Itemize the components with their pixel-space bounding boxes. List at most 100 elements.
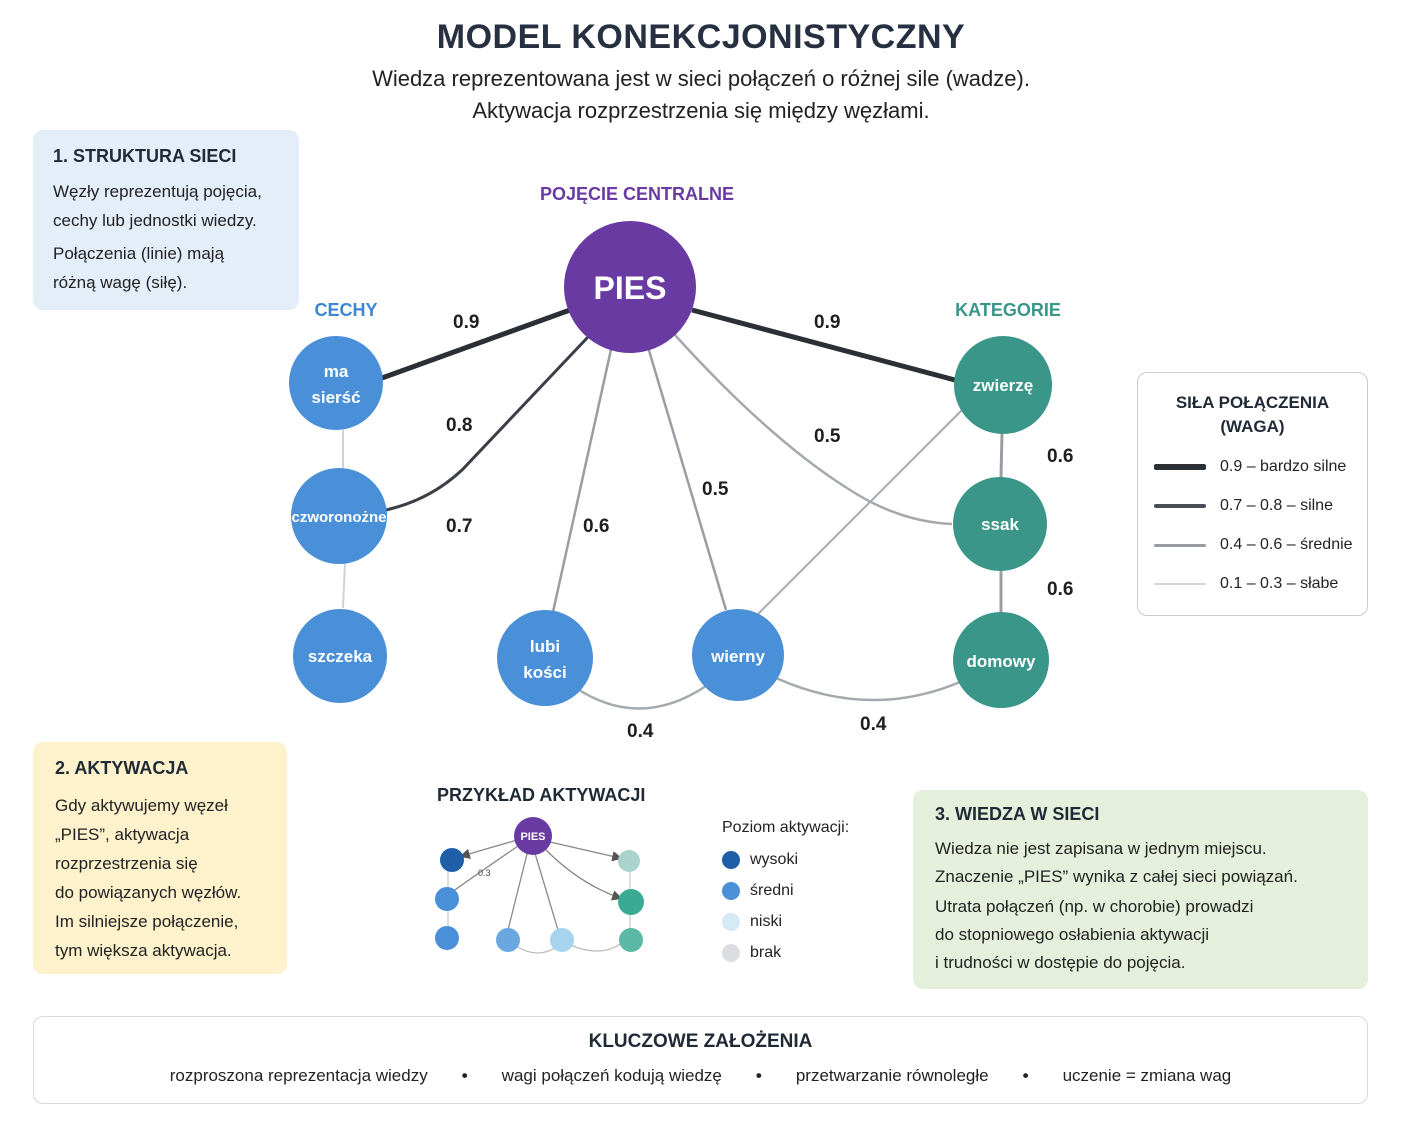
node-szczeka[interactable]: szczeka — [293, 609, 387, 703]
legend-swatch — [1154, 583, 1206, 585]
node-label: PIES — [594, 270, 667, 306]
key-separator: • — [461, 1066, 468, 1085]
network-diagram: 0.9 0.9 0.8 0.7 0.6 0.5 0.5 0.6 0.6 0.4 … — [289, 184, 1073, 742]
node-label: czworonożne — [291, 509, 386, 526]
node-label: zwierzę — [973, 376, 1033, 395]
legend-item: 0.1 – 0.3 – słabe — [1154, 574, 1338, 594]
knowledge-box-title: 3. WIEDZA W SIECI — [935, 804, 1100, 824]
weight-label: 0.4 — [627, 721, 654, 742]
structure-box-title: 1. STRUKTURA SIECI — [53, 146, 237, 166]
example-node-center — [514, 817, 552, 855]
level-label: brak — [750, 944, 782, 961]
level-swatch — [722, 913, 740, 931]
node-ma-siersc[interactable]: ma sierść — [289, 336, 383, 430]
level-item: średni — [722, 881, 798, 901]
edge-pies-czworonozne — [385, 335, 590, 512]
key-assumptions-title: KLUCZOWE ZAŁOŻENIA — [588, 1031, 813, 1052]
edge-czworonozne-szczeka — [342, 561, 346, 609]
knowledge-line: Wiedza nie jest zapisana w jednym miejsc… — [935, 839, 1267, 858]
example-node — [618, 850, 640, 872]
activation-line: do powiązanych węzłów. — [55, 883, 242, 902]
node-label: wierny — [710, 647, 765, 666]
key-separator: • — [1022, 1066, 1029, 1085]
example-node — [618, 889, 644, 915]
node-czworonozne[interactable]: czworonożne — [291, 468, 387, 564]
weight-label: 0.5 — [702, 479, 729, 500]
key-separator: • — [755, 1066, 762, 1085]
activation-line: Im silniejsze połączenie, — [55, 912, 239, 931]
example-center-label: PIES — [520, 831, 545, 843]
structure-line: cechy lub jednostki wiedzy. — [53, 211, 257, 230]
legend-swatch — [1154, 464, 1206, 470]
weight-label: 0.6 — [1047, 579, 1073, 600]
example-edge — [549, 841, 623, 862]
levels-list: wysoki średni niski brak — [722, 850, 798, 963]
legend-label: 0.7 – 0.8 – silne — [1220, 497, 1333, 514]
edge-pies-wierny — [646, 346, 728, 611]
node-wierny[interactable]: wierny — [692, 609, 784, 701]
example-edge — [545, 849, 623, 901]
node-pies[interactable]: PIES — [564, 221, 696, 353]
activation-line: rozprzestrzenia się — [55, 854, 198, 873]
example-node — [435, 926, 459, 950]
node-label: sierść — [311, 388, 360, 407]
edge-pies-zwierze — [691, 307, 956, 383]
legend-swatch — [1154, 543, 1206, 547]
structure-line: Węzły reprezentują pojęcia, — [53, 182, 262, 201]
page-title: MODEL KONEKCJONISTYCZNY — [436, 18, 966, 56]
weight-label: 0.8 — [446, 415, 472, 436]
key-item: rozproszona reprezentacja wiedzy — [169, 1066, 428, 1085]
node-domowy[interactable]: domowy — [953, 612, 1049, 708]
legend-item: 0.9 – bardzo silne — [1154, 457, 1346, 477]
node-label: domowy — [967, 652, 1036, 671]
edge-wierny-domowy — [775, 676, 961, 702]
activation-line: „PIES”, aktywacja — [55, 825, 190, 844]
node-label: ssak — [981, 515, 1019, 534]
weight-label: 0.5 — [814, 426, 841, 447]
weight-label: 0.6 — [583, 516, 609, 537]
example-edge — [515, 945, 559, 954]
group-label-features: CECHY — [314, 300, 377, 320]
node-label: lubi — [530, 637, 560, 656]
level-item: niski — [722, 912, 798, 932]
knowledge-line: i trudności w dostępie do pojęcia. — [935, 953, 1186, 972]
legend-title: SIŁA POŁĄCZENIA — [1175, 393, 1330, 412]
knowledge-line: do stopniowego osłabienia aktywacji — [935, 925, 1210, 944]
legend-title: (WAGA) — [1220, 417, 1285, 436]
example-node — [619, 928, 643, 952]
node-ssak[interactable]: ssak — [953, 477, 1047, 571]
node-lubi-kosci[interactable]: lubi kości — [497, 610, 593, 706]
edge-pies-lubi-kosci — [551, 344, 614, 613]
node-label: ma — [324, 362, 349, 381]
example-edge — [459, 839, 518, 859]
node-label: kości — [523, 663, 566, 682]
structure-line: Połączenia (linie) mają — [53, 244, 225, 263]
key-item: wagi połączeń kodują wiedzę — [501, 1066, 722, 1085]
weight-label: 0.9 — [453, 312, 479, 333]
subtitle-line-1: Wiedza reprezentowana jest w sieci połąc… — [372, 66, 1030, 91]
weight-label: 0.9 — [814, 312, 840, 333]
level-swatch — [722, 851, 740, 869]
level-label: niski — [750, 913, 783, 930]
levels-title: Poziom aktywacji: — [722, 819, 850, 836]
example-node — [435, 887, 459, 911]
node-zwierze[interactable]: zwierzę — [954, 336, 1052, 434]
weight-legend: SIŁA POŁĄCZENIA (WAGA) 0.9 – bardzo siln… — [1137, 372, 1368, 616]
structure-line: różną wagę (siłę). — [53, 273, 188, 292]
weight-label: 0.6 — [1047, 446, 1073, 467]
level-swatch — [722, 882, 740, 900]
example-edge — [567, 943, 621, 952]
example-edge — [507, 849, 529, 931]
edge-wierny-zwierze — [757, 409, 963, 615]
level-label: wysoki — [750, 851, 799, 868]
knowledge-line: Znaczenie „PIES” wynika z całej sieci po… — [935, 867, 1298, 886]
activation-line: tym większa aktywacja. — [55, 941, 232, 960]
subtitle-line-2: Aktywacja rozprzestrzenia się między węz… — [472, 98, 930, 123]
key-item: przetwarzanie równoległe — [795, 1066, 989, 1085]
example-node — [496, 928, 520, 952]
edge-zwierze-ssak — [999, 432, 1004, 479]
knowledge-box: 3. WIEDZA W SIECI Wiedza nie jest zapisa… — [913, 790, 1368, 989]
level-item: wysoki — [722, 850, 798, 870]
key-item: uczenie = zmiana wag — [1062, 1066, 1232, 1085]
level-label: średni — [750, 882, 794, 899]
